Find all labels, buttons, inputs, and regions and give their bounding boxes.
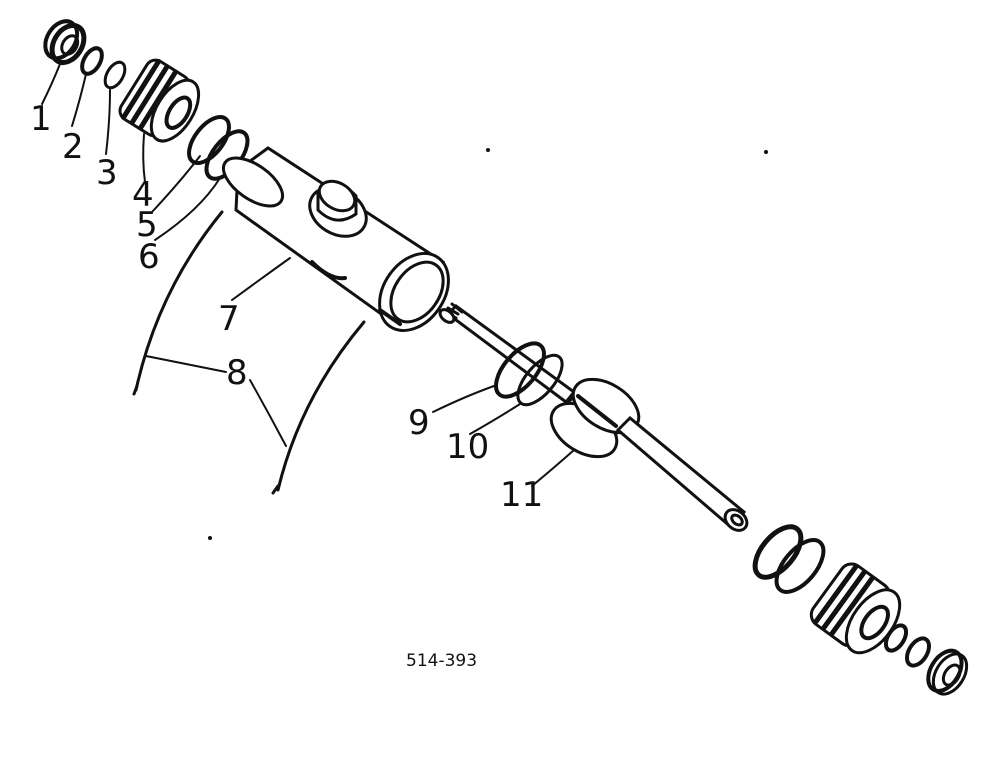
- callout-8: 8: [226, 353, 248, 393]
- part-7-cylinder-body: [215, 148, 462, 344]
- part-11-piston-rod: [438, 304, 751, 535]
- part-3-ring: [101, 59, 129, 91]
- callout-3: 3: [96, 153, 118, 193]
- scan-dot: [765, 151, 768, 154]
- lower-gland: [807, 559, 911, 662]
- callout-1: 1: [30, 99, 52, 139]
- callout-11: 11: [500, 475, 543, 515]
- scan-dot: [209, 537, 212, 540]
- scan-dot: [487, 149, 490, 152]
- callout-10: 10: [446, 427, 489, 467]
- leader-lines: [42, 64, 574, 486]
- figure-code: 514-393: [406, 651, 477, 671]
- callout-9: 9: [408, 403, 430, 443]
- callout-7: 7: [218, 299, 240, 339]
- callout-6: 6: [138, 237, 160, 277]
- lower-seal-rings: [746, 519, 832, 600]
- callout-2: 2: [62, 127, 84, 167]
